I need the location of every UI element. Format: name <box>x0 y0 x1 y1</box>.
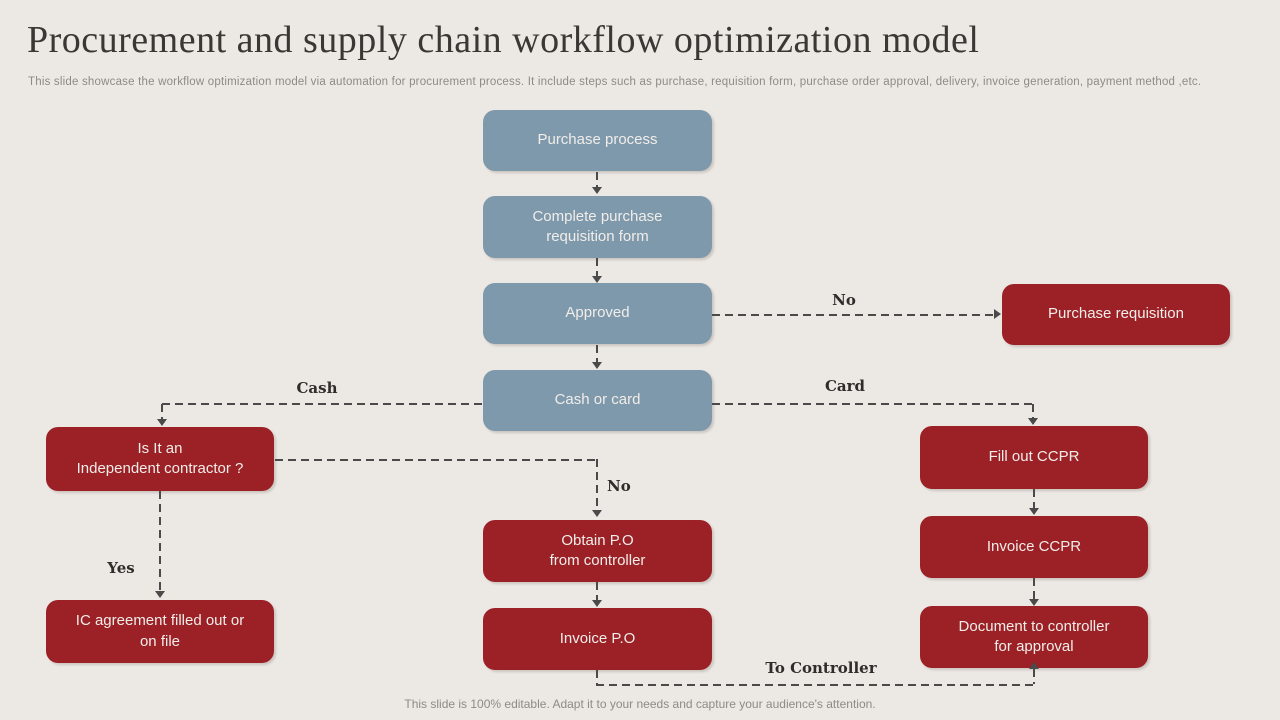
arrowhead-down-icon <box>1028 418 1038 425</box>
connector-contractor-no-horizontal <box>275 459 597 461</box>
arrowhead-down-icon <box>155 591 165 598</box>
node-ic-agreement-filled-out-or-on-file: IC agreement filled out or on file <box>46 600 274 663</box>
node-purchase-process: Purchase process <box>483 110 712 171</box>
connector-to-controller-horizontal <box>596 684 1034 686</box>
arrowhead-up-icon <box>1029 662 1039 669</box>
connector-invoice-ccpr-to-document <box>1033 578 1035 599</box>
connector-cash-vertical <box>161 404 163 420</box>
node-approved: Approved <box>483 283 712 344</box>
connector-approved-to-purchase-requisition <box>712 314 994 316</box>
connector-contractor-no-vertical <box>596 459 598 510</box>
edge-label-cash: Cash <box>296 379 338 397</box>
arrowhead-right-icon <box>994 309 1001 319</box>
node-invoice-po: Invoice P.O <box>483 608 712 670</box>
slide-footer: This slide is 100% editable. Adapt it to… <box>404 697 876 711</box>
edge-label-no-center: No <box>607 477 631 495</box>
node-complete-purchase-requisition-form: Complete purchase requisition form <box>483 196 712 258</box>
connector-cash-horizontal <box>162 403 483 405</box>
edge-label-yes: Yes <box>107 559 135 577</box>
node-invoice-ccpr: Invoice CCPR <box>920 516 1148 578</box>
arrowhead-down-icon <box>592 600 602 607</box>
edge-label-to-controller: To Controller <box>765 659 877 677</box>
slide-subtitle: This slide showcase the workflow optimiz… <box>28 76 1202 88</box>
connector-card-horizontal <box>712 403 1033 405</box>
arrowhead-down-icon <box>1029 599 1039 606</box>
connector-invoice-po-down <box>596 670 598 685</box>
edge-label-no: No <box>832 291 856 309</box>
connector-contractor-yes-vertical <box>159 491 161 591</box>
arrowhead-down-icon <box>592 187 602 194</box>
node-fill-out-ccpr: Fill out CCPR <box>920 426 1148 489</box>
node-is-it-an-independent-contractor: Is It an Independent contractor ? <box>46 427 274 491</box>
connector-approved-to-cash-or-card <box>596 345 598 362</box>
arrowhead-down-icon <box>592 510 602 517</box>
node-document-to-controller-for-approval: Document to controller for approval <box>920 606 1148 668</box>
connector-obtain-po-to-invoice-po <box>596 582 598 600</box>
edge-label-card: Card <box>824 377 866 395</box>
page-title: Procurement and supply chain workflow op… <box>27 19 980 61</box>
connector-card-vertical <box>1032 404 1034 419</box>
arrowhead-down-icon <box>157 419 167 426</box>
node-purchase-requisition: Purchase requisition <box>1002 284 1230 345</box>
connector-fill-ccpr-to-invoice-ccpr <box>1033 489 1035 508</box>
connector-to-controller-up <box>1033 669 1035 684</box>
arrowhead-down-icon <box>1029 508 1039 515</box>
node-obtain-po-from-controller: Obtain P.O from controller <box>483 520 712 582</box>
arrowhead-down-icon <box>592 362 602 369</box>
connector-requisition-form-to-approved <box>596 258 598 276</box>
connector-purchase-process-to-requisition-form <box>596 172 598 187</box>
node-cash-or-card: Cash or card <box>483 370 712 431</box>
arrowhead-down-icon <box>592 276 602 283</box>
